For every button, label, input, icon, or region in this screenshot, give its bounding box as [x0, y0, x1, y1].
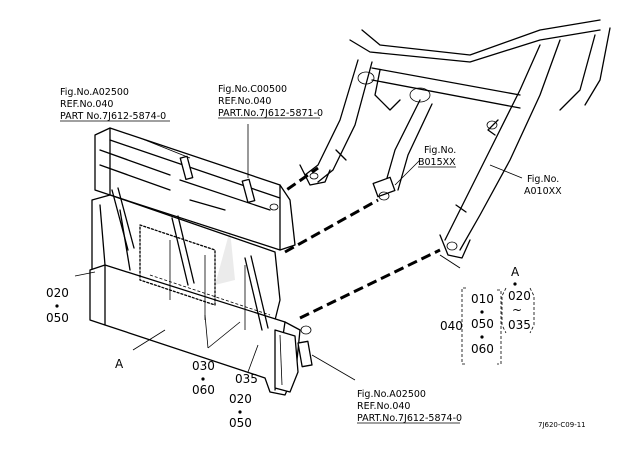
ref-A-group: A	[511, 265, 520, 279]
ref-035: 035	[235, 372, 258, 386]
ref-030: 030	[192, 359, 215, 373]
ref-number: REF.No.040	[218, 96, 271, 107]
callout-top-mid: Fig.No.C00500 REF.No.040 PART.No.7J612-5…	[218, 84, 323, 119]
range-tilde: ~	[512, 303, 522, 317]
ref-035-group: 035	[508, 318, 531, 332]
ref-number: REF.No.040	[357, 401, 410, 412]
ref-020-bottom: 020	[229, 392, 252, 406]
callout-bottom: Fig.No.A02500 REF.No.040 PART.No.7J612-5…	[357, 389, 462, 424]
callout-a010: Fig.No. A010XX	[524, 174, 562, 197]
drawing-code: 7J620-C09-11	[538, 421, 586, 429]
fig-number: Fig.No.A02500	[357, 389, 426, 400]
alignment-lines	[274, 166, 461, 320]
ref-050-bottom: 050	[229, 416, 252, 430]
fig-code: A010XX	[524, 186, 562, 197]
ref-010: 010	[471, 292, 494, 306]
callout-top-left: Fig.No.A02500 REF.No.040 PART No.7J612-5…	[60, 87, 170, 122]
ref-number: REF.No.040	[60, 99, 113, 110]
fig-number: Fig.No.A02500	[60, 87, 129, 98]
ref-050: 050	[471, 317, 494, 331]
part-number: PART No.7J612-5874-0	[60, 111, 166, 122]
ref-020-group: 020	[508, 289, 531, 303]
part-number: PART.No.7J612-5871-0	[218, 108, 323, 119]
attachment-frame	[89, 127, 313, 396]
ref-A-left: A	[115, 357, 124, 371]
ref-060: 060	[192, 383, 215, 397]
fig-number: Fig.No.	[527, 174, 559, 185]
callout-b015: Fig.No. B015XX	[418, 145, 456, 168]
part-number: PART.No.7J612-5874-0	[357, 413, 462, 424]
ref-020-left: 020	[46, 286, 69, 300]
ref-060: 060	[471, 342, 494, 356]
fig-number: Fig.No.C00500	[218, 84, 287, 95]
ref-040: 040	[440, 319, 463, 333]
reference-numbers: 020 050 A 030 060 035 020 050 040	[46, 286, 463, 430]
fig-code: B015XX	[418, 157, 456, 168]
reference-group: 010 050 060 A 020 ~ 035	[461, 265, 535, 365]
leader-lines	[74, 124, 523, 381]
fig-number: Fig.No.	[424, 145, 456, 156]
ref-050-left: 050	[46, 311, 69, 325]
loader-arm-assembly	[299, 19, 611, 259]
